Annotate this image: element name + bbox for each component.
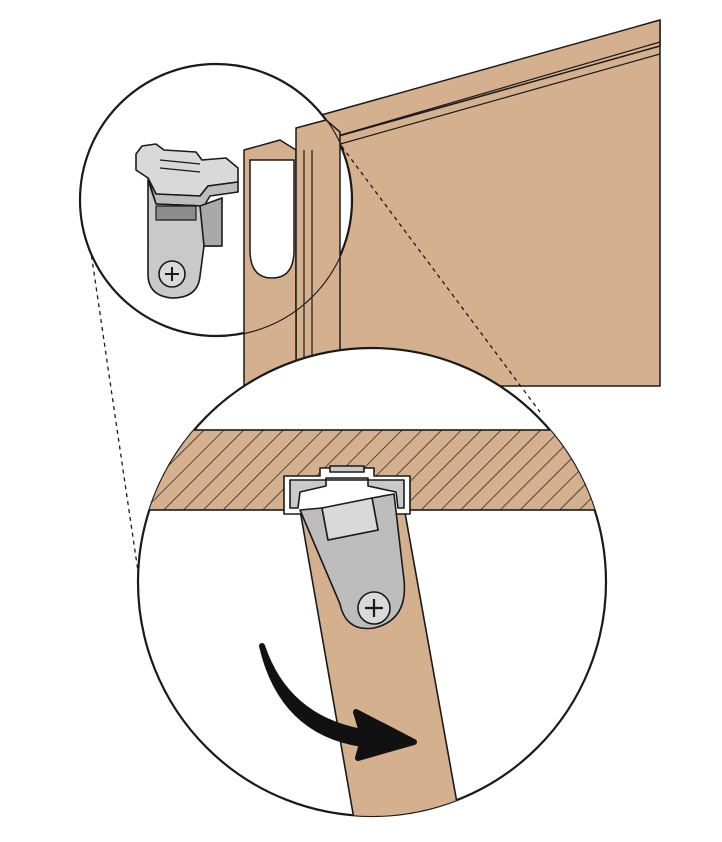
detail-circle-clip: [78, 62, 354, 338]
clip-bracket: [135, 143, 239, 299]
plank-clip: [299, 493, 406, 630]
rotate-arrow-icon: [259, 643, 417, 761]
leader-lines: [87, 139, 541, 586]
detail-circle-section: [136, 346, 608, 818]
